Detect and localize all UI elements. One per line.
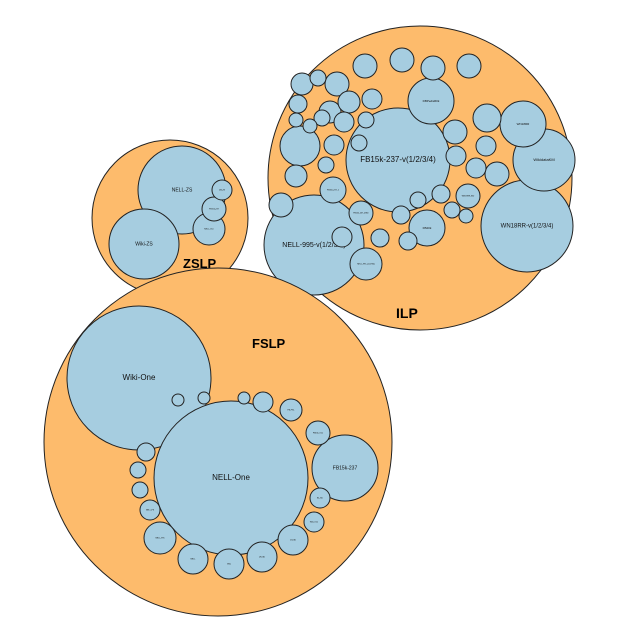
leaf-label: BL-SD — [317, 498, 323, 500]
leaf-label: NELL-995-v(1/2/3/4) — [282, 242, 345, 249]
leaf-circle — [288, 112, 304, 128]
group-label: FSLP — [252, 336, 286, 351]
leaf-circle — [311, 434, 379, 502]
leaf-circle — [237, 391, 251, 405]
leaf-circle — [420, 55, 446, 81]
leaf-label: CS-SD — [290, 540, 297, 542]
leaf-circle — [456, 53, 482, 79]
leaf-circle — [319, 176, 347, 204]
leaf-circle — [443, 201, 461, 219]
leaf-circle — [445, 145, 467, 167]
leaf-circle — [455, 183, 481, 209]
leaf-circle — [279, 398, 303, 422]
leaf-circle — [268, 192, 294, 218]
leaf-label: Wiki-One — [310, 522, 319, 524]
leaf-circle — [303, 511, 325, 533]
leaf-label: NELL-995_(1/2/3/4) — [357, 264, 375, 266]
leaf-label: FB15k-237 — [333, 465, 358, 471]
leaf-label: UK-SD — [259, 557, 266, 559]
leaf-circle — [348, 200, 374, 226]
leaf-circle — [288, 94, 308, 114]
leaf-circle — [317, 156, 335, 174]
leaf-circle — [263, 194, 365, 296]
leaf-circle — [431, 184, 451, 204]
leaf-label: NELL — [190, 559, 196, 561]
leaf-label: Wiki — [227, 564, 231, 566]
leaf-circle — [331, 226, 353, 248]
leaf-circle — [197, 391, 211, 405]
leaf-circle — [409, 191, 427, 209]
leaf-circle — [171, 393, 185, 407]
group-2: Wiki-OneNELL-OneFB15k-237FB-FSLFB15k-One… — [43, 267, 393, 617]
leaf-circle — [252, 391, 274, 413]
leaf-circle — [277, 524, 309, 556]
leaf-circle — [309, 69, 327, 87]
leaf-circle — [442, 119, 468, 145]
leaf-circle — [361, 88, 383, 110]
leaf-label: WN18RR-ISD — [462, 196, 475, 198]
leaf-circle — [465, 157, 487, 179]
leaf-label: Wiki-One — [123, 373, 156, 382]
leaf-circle — [211, 179, 233, 201]
leaf-label: FB20k — [423, 226, 432, 230]
leaf-circle — [391, 205, 411, 225]
leaf-label: FB15k-237_1 — [327, 190, 340, 192]
leaf-label: WN18RR — [517, 122, 531, 126]
leaf-circle — [337, 90, 361, 114]
leaf-label: WN18RR-v(1/2/3/4) — [501, 224, 554, 230]
leaf-label: NELL-One — [204, 229, 214, 231]
group-label: ILP — [396, 305, 418, 321]
leaf-circle — [309, 487, 331, 509]
leaf-label: FB15k-237-v(1/2/3/4) — [360, 155, 436, 164]
leaf-circle — [472, 103, 502, 133]
leaf-label: FB15k-237-DISD — [353, 213, 369, 215]
leaf-label: Wiki-ZS — [135, 241, 153, 247]
leaf-circle — [129, 461, 147, 479]
leaf-label: FB15k-237 — [209, 209, 220, 211]
leaf-label: DBPedia50k — [423, 99, 440, 103]
leaf-circle — [484, 161, 510, 187]
leaf-circle — [136, 442, 156, 462]
leaf-circle — [398, 231, 418, 251]
leaf-circle — [350, 134, 368, 152]
leaf-circle — [313, 109, 331, 127]
leaf-label: NELL-FS — [146, 510, 155, 512]
leaf-circle — [352, 53, 378, 79]
leaf-circle — [305, 420, 331, 446]
leaf-label: FB15k-One — [313, 433, 324, 435]
leaf-circle — [333, 111, 355, 133]
leaf-label: NELL-995 — [155, 538, 165, 540]
leaf-label: WikidataKM — [533, 157, 554, 162]
leaf-circle — [213, 548, 245, 580]
leaf-circle — [408, 209, 446, 247]
leaf-circle — [475, 135, 497, 157]
leaf-circle — [370, 228, 390, 248]
group-0: FB15k-237-v(1/2/3/4) NELL-995-v(1/2/3/4) W… — [263, 25, 576, 331]
leaf-circle — [302, 118, 318, 134]
leaf-label: DB-ZS — [219, 190, 226, 192]
leaf-circle — [357, 111, 375, 129]
leaf-circle — [246, 541, 278, 573]
leaf-label: NELL-One — [212, 473, 250, 482]
leaf-label: NELL-ZS — [172, 187, 193, 193]
leaf-circle — [139, 499, 161, 521]
leaf-circle — [389, 47, 415, 73]
leaf-circle — [108, 208, 180, 280]
group-1: NELL-ZS Wiki-ZS NELL-One FB15k-237 DB-ZS ZSLP — [91, 139, 249, 297]
leaf-circle — [284, 164, 308, 188]
leaf-circle — [324, 71, 350, 97]
leaf-circle — [143, 521, 177, 555]
leaf-circle — [323, 134, 345, 156]
leaf-label: FB-FSL — [288, 410, 296, 412]
leaf-circle — [177, 543, 209, 575]
group-label: ZSLP — [183, 256, 217, 271]
leaf-circle — [458, 208, 474, 224]
leaf-circle — [201, 196, 227, 222]
leaf-circle — [349, 247, 383, 281]
leaf-circle — [131, 481, 149, 499]
